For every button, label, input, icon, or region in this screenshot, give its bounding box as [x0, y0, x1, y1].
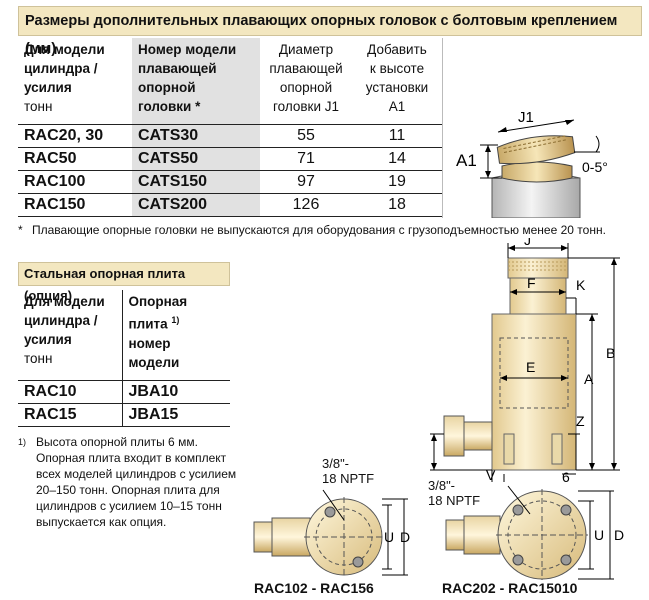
- thread-label-right: 3/8"-18 NPTF: [428, 478, 481, 508]
- table2-note: 1) Высота опорной плиты 6 мм. Опорная пл…: [18, 435, 237, 529]
- dim-e: E: [526, 359, 535, 375]
- t2-cell-part: JBA15: [121, 402, 230, 427]
- t1-cell-part: CATS200: [132, 193, 260, 217]
- table-row: RAC10 JBA10: [18, 379, 230, 403]
- t1-cell-j1: 126: [260, 193, 352, 217]
- table1-divider: [442, 38, 443, 218]
- t1-cell-j1: 55: [260, 124, 352, 148]
- t2-cell-model: RAC15: [18, 402, 122, 427]
- t1-cell-model: RAC150: [18, 193, 132, 217]
- t1-cell-part: CATS30: [132, 124, 260, 148]
- j1-label: J1: [518, 109, 534, 126]
- floating-saddle-diagram: J1 A1 0-5°: [456, 109, 608, 218]
- dim-j: J: [524, 238, 531, 248]
- caption-right: RAC202 - RAC15010: [442, 580, 578, 596]
- table1-footnote: *Плавающие опорные головки не выпускаютс…: [18, 223, 606, 237]
- t1-cell-model: RAC50: [18, 147, 132, 171]
- t2-cell-part: JBA10: [121, 379, 230, 403]
- angle-label: 0-5°: [582, 159, 608, 175]
- t1-cell-a1: 14: [352, 147, 442, 171]
- dim-b: B: [606, 345, 615, 361]
- t1-cell-part: CATS150: [132, 170, 260, 194]
- t1-cell-model: RAC100: [18, 170, 132, 194]
- a1-label: A1: [456, 151, 477, 170]
- t1-cell-part: CATS50: [132, 147, 260, 171]
- dim-v: V: [486, 467, 496, 483]
- dim-z: Z: [576, 413, 585, 429]
- table-row: RAC15 JBA15: [18, 402, 230, 427]
- t1-cell-a1: 19: [352, 170, 442, 194]
- table1-title: Размеры дополнительных плавающих опорных…: [18, 6, 642, 57]
- table-row: RAC20, 30 CATS30 55 11: [18, 124, 442, 148]
- dim-u-right: U: [594, 527, 604, 543]
- dim-a: A: [584, 371, 594, 387]
- t2-header-col2: Опорная плита 1) номер модели: [121, 290, 230, 380]
- thread-label-left: 3/8"-18 NPTF: [322, 456, 375, 486]
- table2-title: Стальная опорная плита (опция): [18, 262, 230, 303]
- cylinder-side-view-diagram: J F E K A B Z V 6: [430, 238, 620, 485]
- dim-d-left: D: [400, 529, 410, 545]
- table-row: RAC50 CATS50 71 14: [18, 147, 442, 171]
- dim-f: F: [527, 275, 536, 291]
- t1-cell-j1: 97: [260, 170, 352, 194]
- dim-d-right: D: [614, 527, 624, 543]
- bottom-views-diagram: U D U D: [253, 485, 624, 580]
- t1-cell-a1: 18: [352, 193, 442, 217]
- dim-6: 6: [562, 469, 570, 485]
- t1-cell-j1: 71: [260, 147, 352, 171]
- caption-left: RAC102 - RAC156: [254, 580, 374, 596]
- table-row: RAC150 CATS200 126 18: [18, 193, 442, 217]
- t2-cell-model: RAC10: [18, 379, 122, 403]
- dim-u-left: U: [384, 529, 394, 545]
- dim-k: K: [576, 277, 586, 293]
- table-row: RAC100 CATS150 97 19: [18, 170, 442, 194]
- t1-cell-a1: 11: [352, 124, 442, 148]
- t1-cell-model: RAC20, 30: [18, 124, 132, 148]
